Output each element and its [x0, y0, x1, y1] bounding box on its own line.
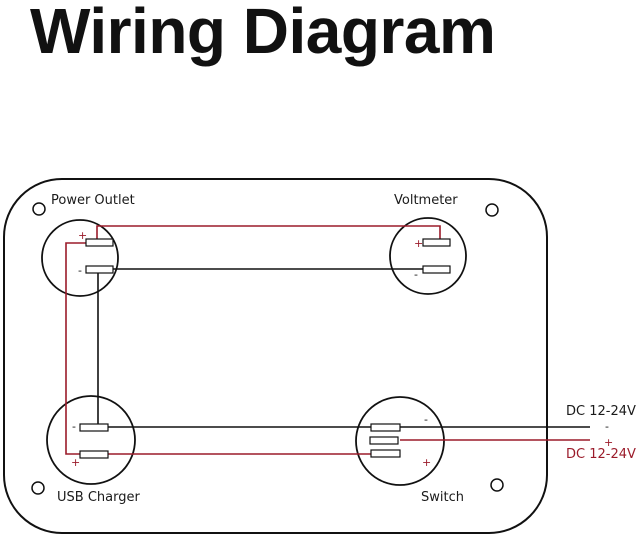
- wire-outlet-to-usb-positive: [65, 242, 86, 455]
- voltmeter-plus-terminal: [422, 238, 451, 247]
- switch-minus-sign: -: [424, 413, 428, 426]
- usb-charger-body: [46, 395, 136, 485]
- switch-minus-terminal: [370, 423, 401, 432]
- voltmeter-minus-sign: -: [414, 268, 418, 281]
- voltmeter-body: [389, 217, 467, 295]
- supply-positive-sign: +: [604, 436, 613, 449]
- voltmeter-label: Voltmeter: [394, 193, 458, 208]
- supply-negative-label: DC 12-24V: [566, 404, 636, 419]
- panel-outline: [3, 178, 548, 534]
- switch-plus-sign: +: [422, 456, 431, 469]
- mount-hole-top-right: [485, 203, 499, 217]
- supply-positive-label: DC 12-24V: [566, 447, 636, 462]
- negative-wires: [97, 268, 590, 428]
- mount-hole-bottom-left: [31, 481, 45, 495]
- usb-charger-minus-terminal: [79, 423, 109, 432]
- usb-charger-minus-sign: -: [72, 420, 76, 433]
- usb-charger-plus-sign: +: [71, 456, 80, 469]
- usb-charger-label: USB Charger: [57, 490, 140, 505]
- power-outlet-minus-sign: -: [78, 264, 82, 277]
- voltmeter-minus-terminal: [422, 265, 451, 274]
- mount-hole-bottom-right: [490, 478, 504, 492]
- switch-body: [355, 396, 445, 486]
- wire-outlet-to-voltmeter-positive: [96, 225, 441, 242]
- power-outlet-label: Power Outlet: [51, 193, 135, 208]
- supply-negative-sign: -: [605, 420, 609, 433]
- power-outlet-plus-terminal: [85, 238, 114, 247]
- positive-wires: [65, 225, 590, 455]
- switch-plus-terminal: [370, 449, 401, 458]
- diagram-title: Wiring Diagram: [30, 0, 496, 67]
- mount-hole-top-left: [32, 202, 46, 216]
- power-outlet-minus-terminal: [85, 265, 114, 274]
- switch-label: Switch: [421, 490, 464, 505]
- terminals: [79, 238, 451, 459]
- power-outlet-plus-sign: +: [78, 229, 87, 242]
- power-outlet-body: [41, 219, 119, 297]
- voltmeter-plus-sign: +: [414, 237, 423, 250]
- usb-charger-plus-terminal: [79, 450, 109, 459]
- switch-supply-terminal: [369, 436, 399, 445]
